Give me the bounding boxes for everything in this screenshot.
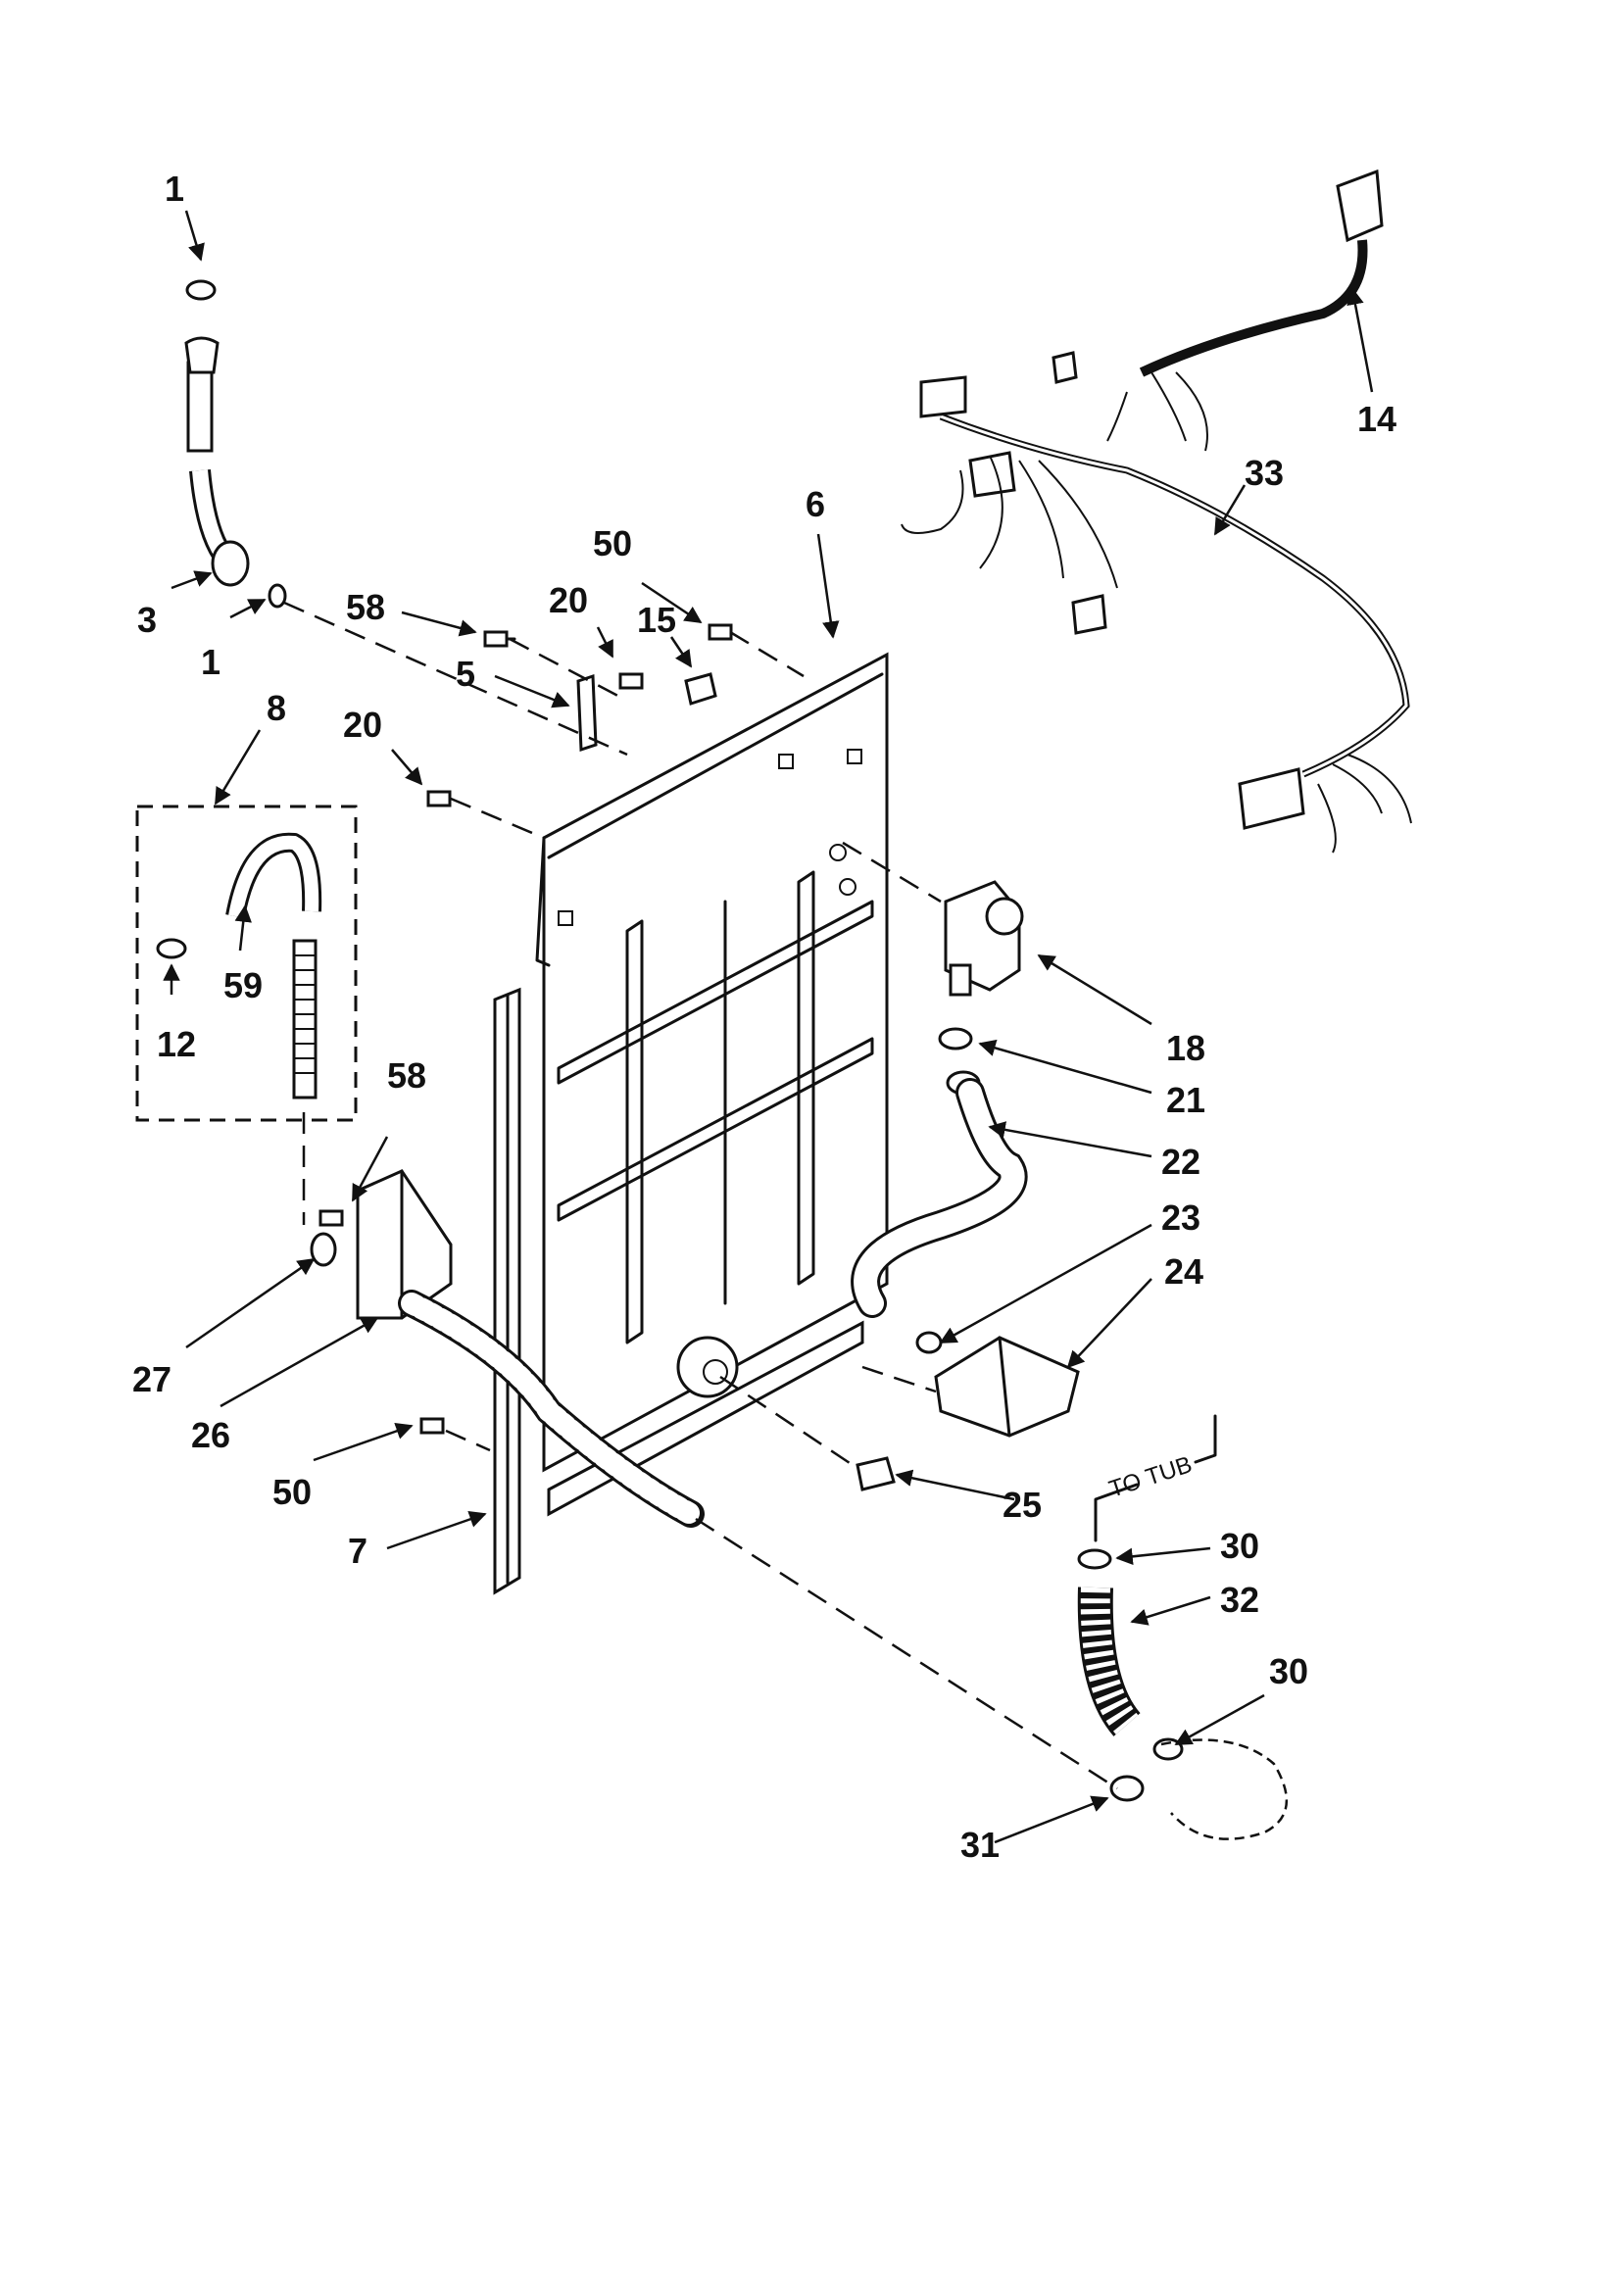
fill-hose-22 — [851, 1027, 1028, 1354]
callout-15: 15 — [637, 600, 676, 640]
drain-hose-32 — [1077, 1548, 1289, 1840]
callout-32: 32 — [1220, 1580, 1259, 1620]
screw-50-top — [708, 623, 733, 641]
screw-50-bottom — [419, 1417, 445, 1435]
hose-kit-box — [135, 805, 358, 1122]
assembly-line-2 — [509, 637, 628, 703]
callout-27: 27 — [132, 1359, 171, 1399]
callout-59: 59 — [223, 965, 263, 1005]
screw-20-top — [618, 672, 644, 690]
assembly-line-7 — [445, 1429, 491, 1452]
callout-7: 7 — [348, 1531, 367, 1571]
drain-shroud — [356, 1169, 453, 1320]
callout-50b: 50 — [272, 1472, 312, 1512]
assembly-line-4 — [729, 630, 805, 678]
callout-labels: 1 3 1 58 20 50 15 6 5 20 8 59 12 58 27 2… — [132, 169, 1396, 1865]
callout-20b: 20 — [343, 705, 382, 745]
callout-5: 5 — [456, 654, 475, 694]
callout-12: 12 — [157, 1024, 196, 1064]
assembly-line-5 — [842, 841, 942, 904]
side-bracket — [493, 987, 521, 1595]
leader-lines — [163, 210, 1374, 1844]
callout-30a: 30 — [1220, 1526, 1259, 1566]
siphon-break — [934, 1336, 1080, 1438]
callout-23: 23 — [1161, 1197, 1200, 1238]
callout-8: 8 — [267, 688, 286, 728]
rear-panel — [535, 652, 889, 1517]
assembly-line-8 — [695, 1517, 1118, 1790]
callout-24: 24 — [1164, 1251, 1203, 1292]
clamp-27 — [310, 1232, 337, 1267]
part-5 — [576, 673, 598, 753]
callout-31: 31 — [960, 1825, 1000, 1865]
wire-harness — [901, 169, 1412, 854]
to-tub-marker: TO TUB — [1094, 1414, 1217, 1542]
callout-58b: 58 — [387, 1055, 426, 1096]
assembly-line-9 — [861, 1365, 937, 1393]
to-tub-label: TO TUB — [1106, 1451, 1196, 1503]
assembly-line-3 — [450, 797, 545, 840]
callout-21: 21 — [1166, 1080, 1205, 1120]
part-25 — [856, 1456, 896, 1491]
inlet-hose-3 — [184, 279, 287, 609]
callout-50a: 50 — [593, 523, 632, 563]
callout-1a: 1 — [165, 169, 184, 209]
callout-26: 26 — [191, 1415, 230, 1455]
callout-6: 6 — [806, 484, 825, 524]
callout-25: 25 — [1003, 1485, 1042, 1525]
callout-14: 14 — [1357, 399, 1396, 439]
callout-18: 18 — [1166, 1028, 1205, 1068]
callout-3: 3 — [137, 600, 157, 640]
drain-hose-26 — [398, 1290, 705, 1528]
callout-33: 33 — [1245, 453, 1284, 493]
screw-58-mid — [318, 1209, 344, 1227]
callout-1b: 1 — [201, 642, 220, 682]
callout-58a: 58 — [346, 587, 385, 627]
water-valve — [944, 880, 1024, 997]
part-15 — [684, 672, 717, 706]
assembly-line-1 — [283, 601, 628, 757]
screw-20-left — [426, 790, 452, 807]
callout-22: 22 — [1161, 1142, 1200, 1182]
callout-30b: 30 — [1269, 1651, 1308, 1691]
callout-20a: 20 — [549, 580, 588, 620]
assembly-line-6 — [719, 1375, 854, 1467]
